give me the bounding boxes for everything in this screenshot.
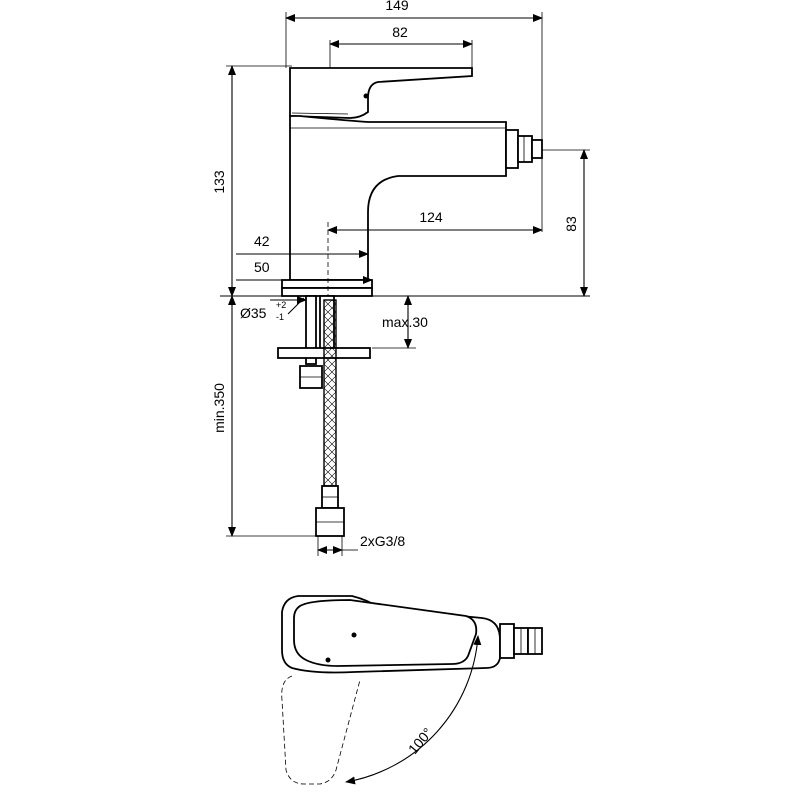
dim-hole-tol-minus: -1 [276,312,284,322]
dim-149: 149 [385,0,409,13]
top-view [281,595,543,785]
rotation-angle-label: 100° [405,725,436,757]
front-view [220,67,590,537]
dim-82: 82 [392,24,408,40]
dim-hole-tol-plus: +2 [276,300,286,310]
dim-124: 124 [419,209,443,225]
dimension-labels: 149 82 133 83 124 42 50 Ø35 +2 -1 max.30… [211,0,579,549]
dimension-lines [226,12,590,556]
dim-50: 50 [254,259,270,275]
dim-connection: 2xG3/8 [360,533,405,549]
dim-hole-diameter: Ø35 [240,305,267,321]
dim-max30: max.30 [382,314,428,330]
dim-133: 133 [211,170,227,194]
dim-min350: min.350 [211,383,227,433]
dim-83: 83 [563,216,579,232]
dim-42: 42 [254,233,270,249]
